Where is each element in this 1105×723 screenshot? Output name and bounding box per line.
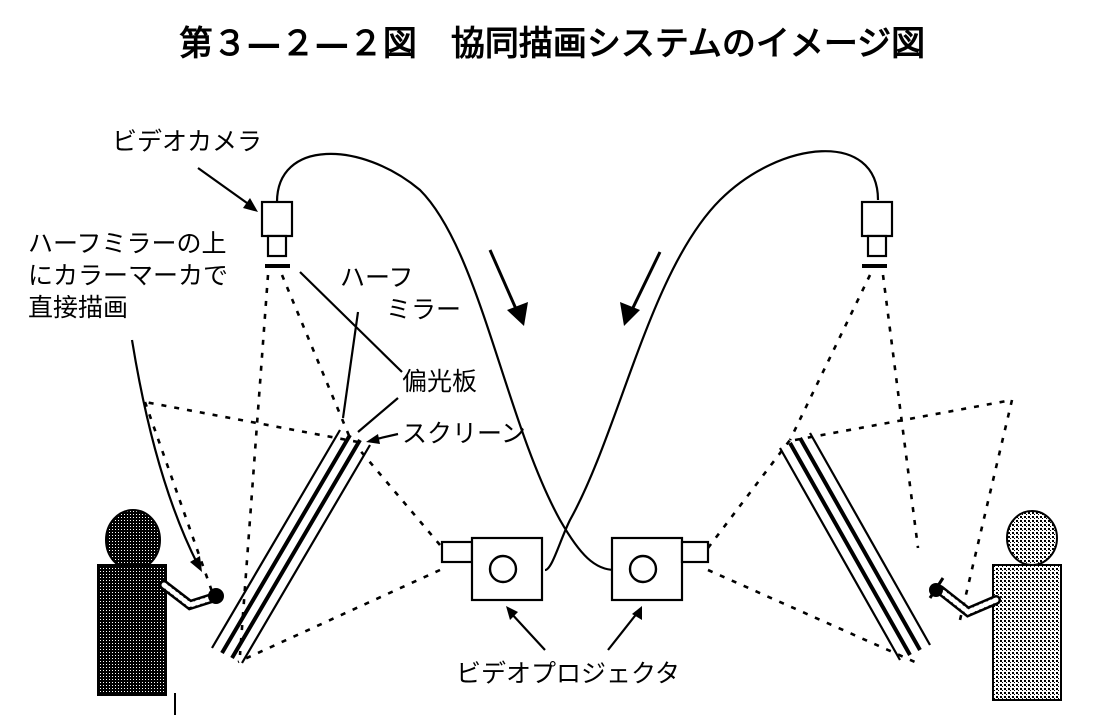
right-camera-cable <box>544 150 880 572</box>
polarizer-leader-2 <box>357 397 399 433</box>
left-camera-cable <box>275 152 616 572</box>
left-flow-arrow <box>488 249 528 326</box>
video-projector-label: ビデオプロジェクタ <box>456 659 680 688</box>
figure-title: 第３—２—２図 協同描画システムのイメージ図 <box>179 24 925 64</box>
projector-leader-left <box>506 606 546 651</box>
screen-leader <box>366 432 399 444</box>
half-mirror-leader <box>341 311 360 419</box>
video-camera-leader <box>197 167 258 212</box>
right-video-camera <box>860 200 894 268</box>
right-projector-light-lines <box>706 398 1014 664</box>
left-camera-view-lines <box>238 274 352 656</box>
half-mirror-label-line1: ハーフ <box>340 263 414 292</box>
left-video-projector <box>440 536 544 602</box>
draw-note-leader <box>130 339 202 572</box>
polarizer-leader-1 <box>299 271 403 373</box>
right-camera-view-lines <box>788 274 920 549</box>
right-video-projector <box>610 536 710 602</box>
draw-note-label-line1: ハーフミラーの上 <box>28 229 227 258</box>
left-video-camera <box>260 200 294 268</box>
right-person-figure <box>928 510 1062 701</box>
left-person-figure <box>97 509 224 715</box>
half-mirror-label-line2: ミラー <box>386 295 461 324</box>
draw-note-label-line2: にカラーマーカで <box>28 261 228 290</box>
right-flow-arrow <box>620 251 662 326</box>
left-screen-stack <box>211 429 371 664</box>
right-screen-stack <box>779 432 931 661</box>
video-camera-label: ビデオカメラ <box>112 127 262 156</box>
screen-label: スクリーン <box>402 419 526 448</box>
draw-note-label-line3: 直接描画 <box>28 293 128 322</box>
projector-leader-right <box>607 606 642 651</box>
polarizer-label: 偏光板 <box>402 367 477 396</box>
